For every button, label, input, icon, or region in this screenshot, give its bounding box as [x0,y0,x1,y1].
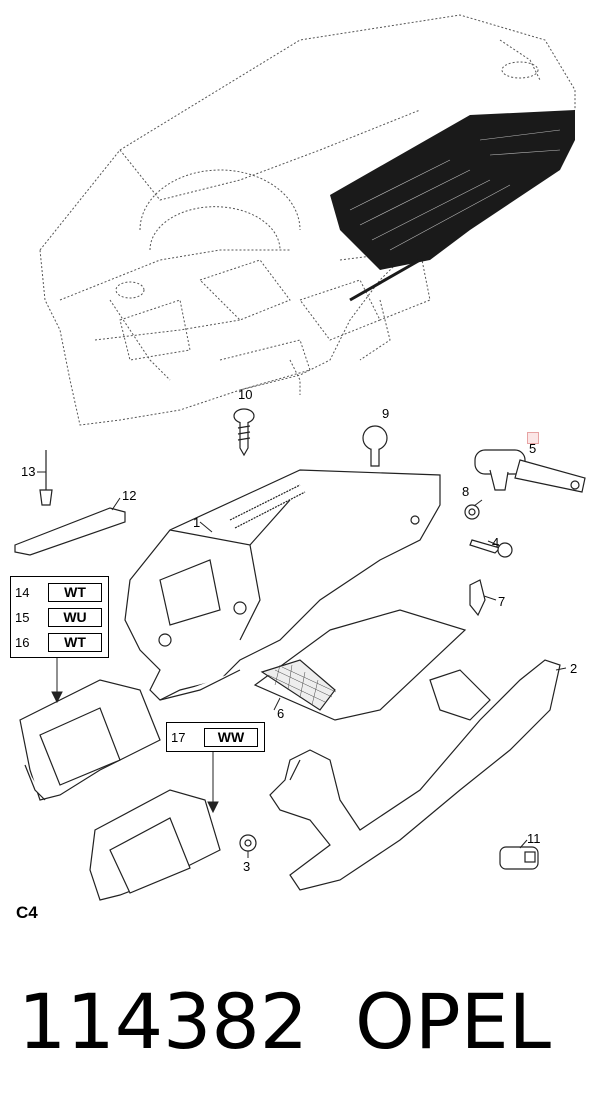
code-row: 15 WU [11,606,108,628]
storage-tray-lower [89,789,221,901]
screw-part [233,408,255,457]
latch-rod-part [474,449,586,493]
code-row: 14 WT [11,581,108,603]
callout-2: 2 [570,661,578,676]
lid-panel-part [253,609,467,721]
callout-11: 11 [527,831,541,846]
code-row-value: WT [48,633,102,652]
callout-8: 8 [462,484,470,499]
code-row: 16 WT [11,631,108,653]
callout-9: 9 [382,406,390,421]
clip-part [469,579,486,617]
glovebox-opening-dark [330,110,575,270]
callout-13: 13 [21,464,36,479]
part-number: 114382 [18,977,309,1066]
bolt-part [469,539,513,558]
glovebox-housing-part [124,469,441,701]
callout-12: 12 [122,488,137,503]
code-table-lower: 17 WW [166,722,265,752]
code-row: 17 WW [167,726,264,748]
switch-part [499,846,539,870]
section-label: C4 [16,903,38,922]
glovebox-lid-part [269,659,561,891]
dashboard-outline [39,14,576,426]
code-row-value: WW [204,728,258,747]
code-row-value: WU [48,608,102,627]
code-row-number: 17 [171,730,186,745]
callout-7: 7 [498,594,506,609]
trim-strip-part [14,507,126,556]
callout-4: 4 [492,535,500,550]
callout-3: 3 [243,859,251,874]
nut-part [239,834,257,852]
callout-6: 6 [277,706,285,721]
code-row-number: 15 [15,610,30,625]
callout-10: 10 [238,387,253,402]
callout-1: 1 [193,515,201,530]
code-table-upper: 14 WT 15 WU 16 WT [10,576,109,658]
brand-name: OPEL [355,977,552,1066]
callout-5: 5 [529,441,537,456]
knob-part [362,425,388,467]
highlight-marker [527,432,539,444]
washer-part [464,504,480,520]
code-row-value: WT [48,583,102,602]
code-row-number: 14 [15,585,30,600]
storage-tray-upper [19,679,161,801]
rivet-part [39,450,53,506]
code-row-number: 16 [15,635,30,650]
